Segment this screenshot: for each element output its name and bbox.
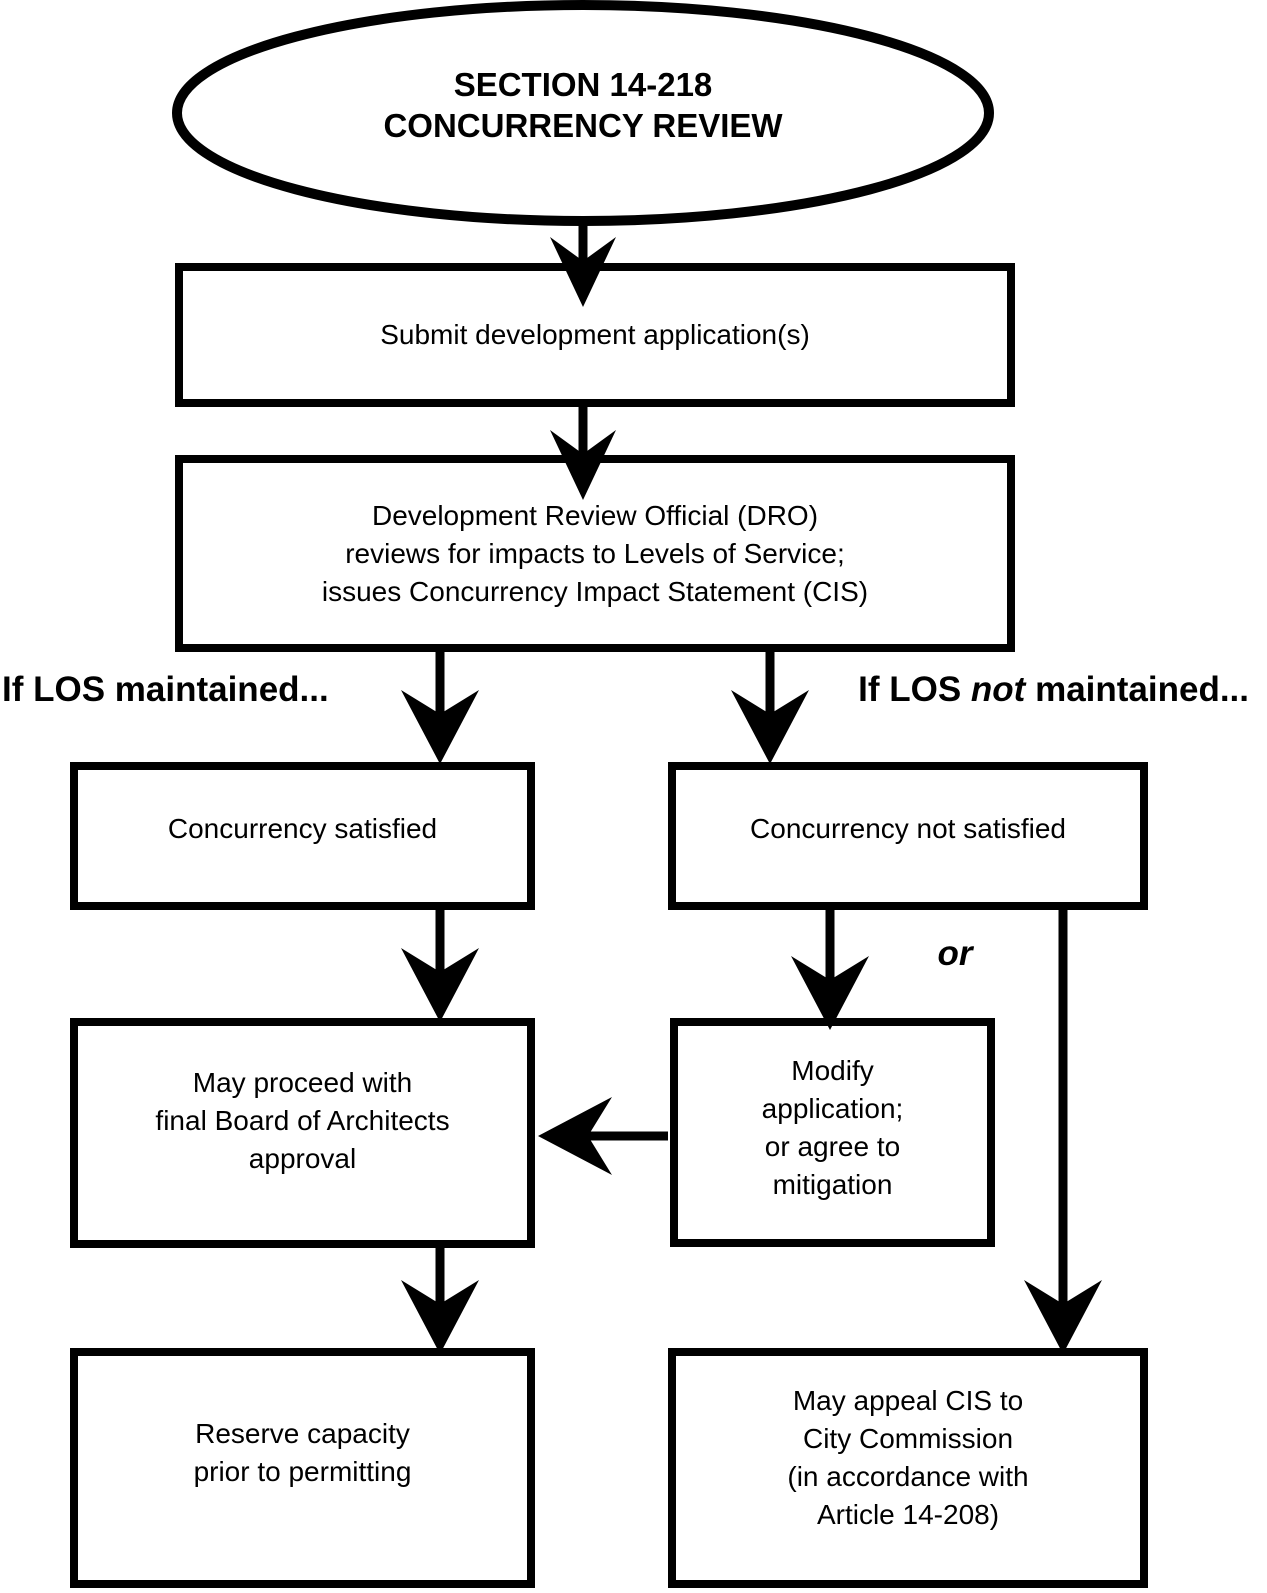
- node-text: mitigation: [772, 1168, 893, 1200]
- node-concurrency-satisfied: Concurrency satisfied: [70, 762, 535, 910]
- node-text: (in accordance with: [787, 1461, 1029, 1492]
- node-text: City Commission: [802, 1423, 1014, 1454]
- node-text: May appeal CIS to: [792, 1385, 1024, 1416]
- node-text: application;: [761, 1092, 904, 1124]
- node-text: Submit development application(s): [380, 319, 810, 350]
- arrow-down-icon: [401, 906, 479, 1022]
- arrow-down-icon: [791, 906, 869, 1030]
- branch-label-los-maintained: If LOS maintained...: [2, 670, 329, 709]
- node-reserve-capacity: Reserve capacity prior to permitting: [70, 1348, 535, 1588]
- branch-label-part: If LOS: [858, 670, 971, 709]
- branch-label-part: maintained...: [1025, 670, 1249, 709]
- start-terminator-title: SECTION 14-218 CONCURRENCY REVIEW: [183, 64, 983, 146]
- node-text: Modify: [791, 1054, 874, 1086]
- arrow-left-icon: [538, 1097, 668, 1175]
- node-text: Concurrency not satisfied: [750, 813, 1066, 844]
- terminator-line: CONCURRENCY REVIEW: [383, 107, 783, 144]
- node-concurrency-not-satisfied: Concurrency not satisfied: [668, 762, 1148, 910]
- node-text: approval: [248, 1143, 357, 1174]
- arrow-down-icon: [401, 1244, 479, 1354]
- or-label: or: [937, 934, 973, 973]
- node-text: Development Review Official (DRO): [371, 499, 819, 531]
- node-text: Article 14-208): [816, 1499, 1000, 1530]
- node-text: final Board of Architects: [155, 1105, 450, 1136]
- node-text: issues Concurrency Impact Statement (CIS…: [321, 575, 869, 607]
- node-text: prior to permitting: [193, 1456, 412, 1487]
- node-text: Reserve capacity: [195, 1418, 410, 1449]
- node-modify-application: Modify application; or agree to mitigati…: [670, 1018, 995, 1247]
- arrow-down-icon: [1024, 906, 1102, 1354]
- node-text: Concurrency satisfied: [167, 813, 438, 844]
- terminator-line: SECTION 14-218: [453, 66, 713, 103]
- arrow-down-icon: [401, 648, 479, 764]
- node-appeal-cis: May appeal CIS to City Commission (in ac…: [668, 1348, 1148, 1588]
- branch-label-not-italic: not: [970, 670, 1026, 709]
- node-text: May proceed with: [192, 1067, 413, 1098]
- node-submit-application: Submit development application(s): [175, 263, 1015, 407]
- branch-label-los-not-maintained: If LOS not maintained...: [858, 670, 1249, 710]
- node-dro-review: Development Review Official (DRO) review…: [175, 455, 1015, 652]
- node-text: or agree to: [764, 1130, 901, 1162]
- node-text: reviews for impacts to Levels of Service…: [345, 537, 845, 569]
- node-proceed-board-of-architects: May proceed with final Board of Architec…: [70, 1018, 535, 1248]
- arrow-down-icon: [731, 648, 809, 764]
